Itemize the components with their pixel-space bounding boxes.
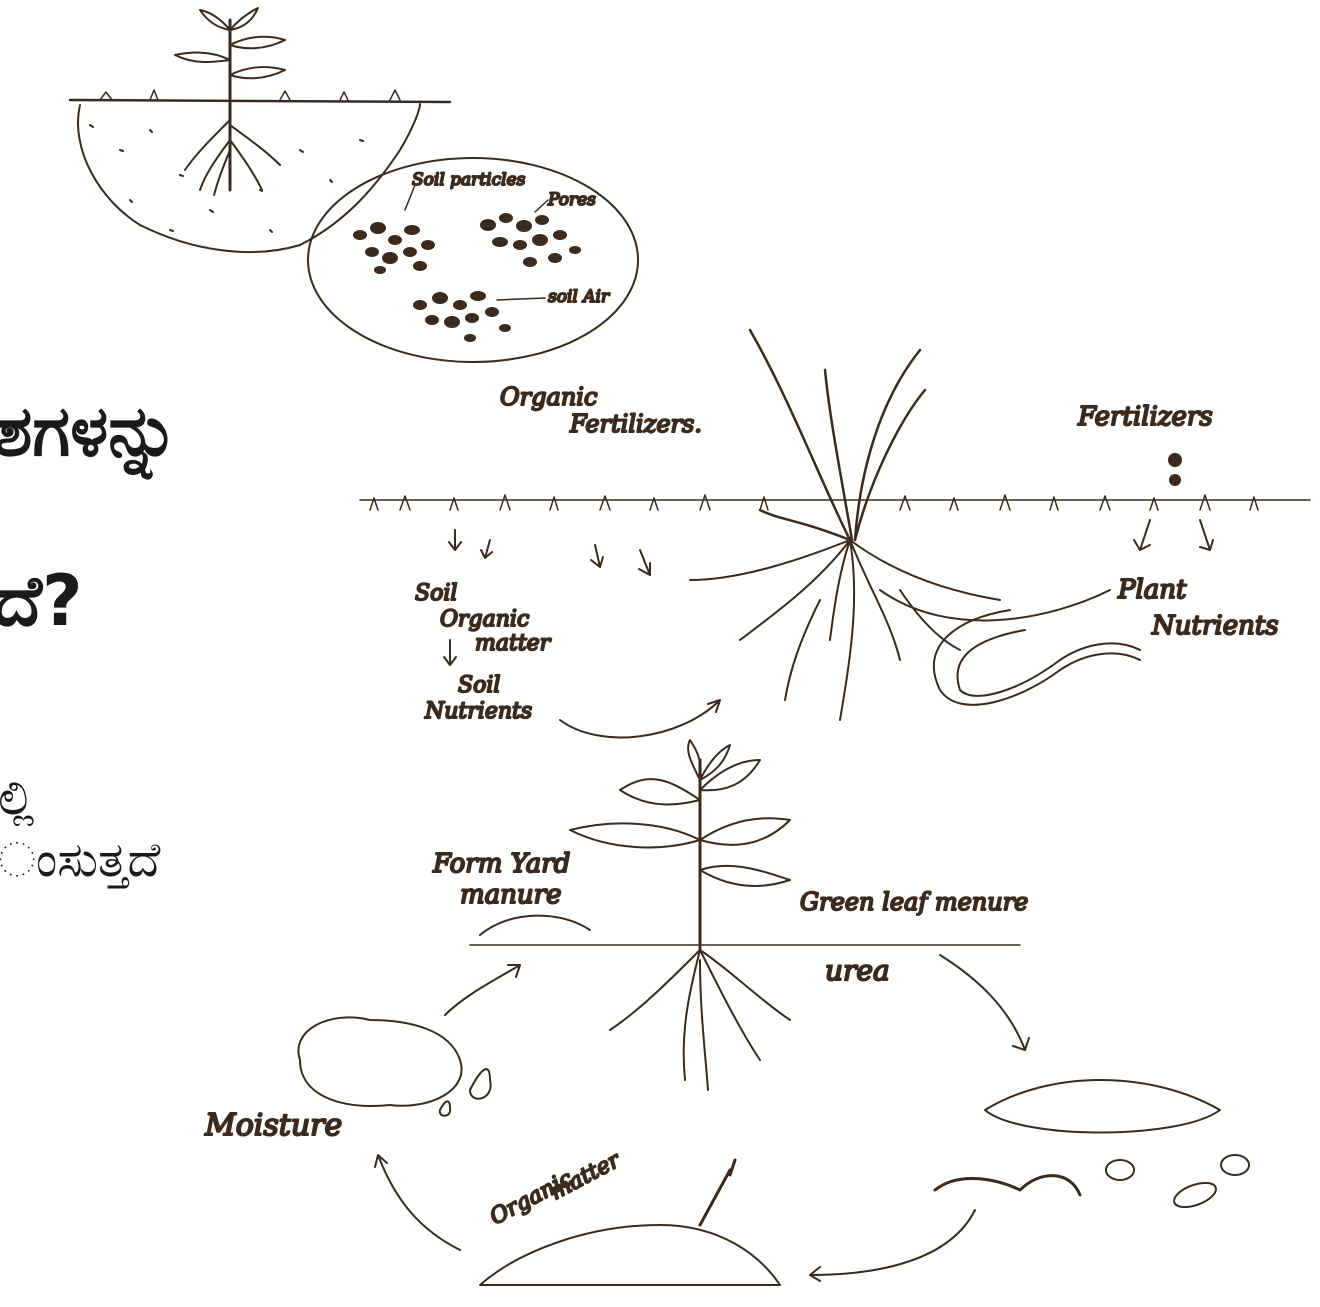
body-line-2: ಂಸುತ್ತದೆ xyxy=(0,832,161,888)
label-soil-nutrients-2: Nutrients xyxy=(424,699,532,724)
label-organic-fertilizers-2: Fertilizers. xyxy=(569,410,702,438)
label-form-yard-1: Form Yard xyxy=(432,849,570,879)
label-plant-nutrients-1: Plant xyxy=(1117,575,1187,605)
label-moisture: Moisture xyxy=(204,1108,342,1143)
soil-particles-circle xyxy=(307,157,639,363)
soil-section-sketch xyxy=(68,7,452,254)
label-soil-1: Soil xyxy=(415,581,457,606)
label-matter-3: matter xyxy=(475,631,552,656)
root-zone-sketch xyxy=(359,328,1311,739)
label-soil-particles: Soil particles xyxy=(412,170,526,190)
label-organic-2: Organic xyxy=(440,607,529,632)
label-plant-nutrients-2: Nutrients xyxy=(1151,611,1279,641)
label-organic-fertilizers-1: Organic xyxy=(500,383,597,411)
body-line-1: ಲ್ಲಿ xyxy=(0,770,35,826)
label-form-yard-2: manure xyxy=(460,880,561,910)
title-line-2: ದೆ? xyxy=(0,560,83,642)
manure-cycle-sketch xyxy=(297,739,1250,1286)
label-soil-air: soil Air xyxy=(548,287,610,307)
label-pores: Pores xyxy=(547,190,596,210)
label-green-leaf-manure: Green leaf menure xyxy=(800,888,1028,916)
label-fertilizers: Fertilizers xyxy=(1077,402,1213,432)
label-soil-nutrients-1: Soil xyxy=(458,673,500,698)
label-organic-matter-2: matter xyxy=(546,1147,625,1205)
label-urea: urea xyxy=(825,954,890,987)
title-line-1: ಶಗಳನ್ನು xyxy=(0,390,179,472)
